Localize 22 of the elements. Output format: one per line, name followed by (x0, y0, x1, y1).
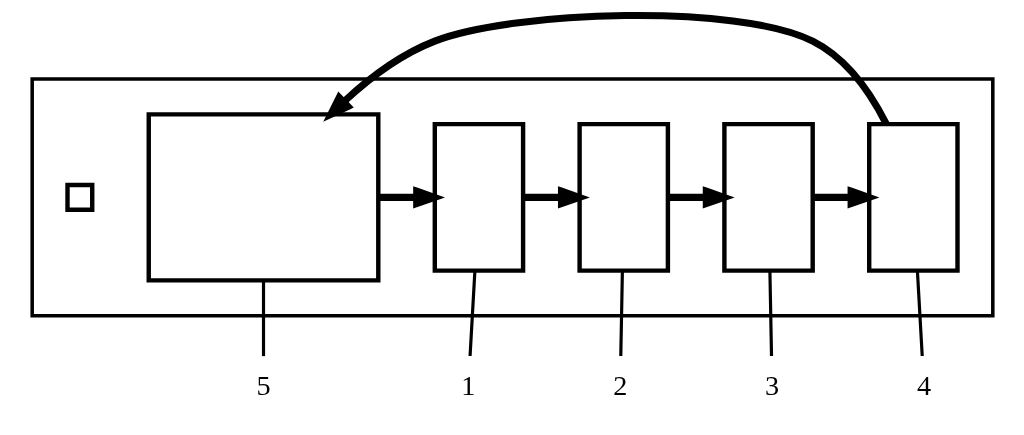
node-box (576, 121, 670, 273)
connector (915, 270, 924, 357)
arrow (667, 186, 735, 209)
node-text: 1 (460, 369, 475, 401)
node-text: 2 (612, 369, 627, 401)
connector (261, 280, 265, 357)
node-box (721, 121, 815, 273)
node-box (64, 182, 94, 212)
arrow (812, 186, 879, 209)
node-text: 4 (916, 369, 931, 401)
connector (767, 270, 773, 356)
node-box (866, 121, 960, 273)
connector (618, 270, 624, 356)
arrow (378, 186, 445, 209)
arrow (322, 12, 889, 125)
arrow (523, 186, 590, 209)
connector (468, 270, 476, 357)
cluster (29, 77, 995, 318)
node-text: 3 (764, 369, 779, 401)
node-box (146, 112, 380, 283)
node-text: 5 (255, 369, 271, 401)
node-box (432, 121, 525, 273)
